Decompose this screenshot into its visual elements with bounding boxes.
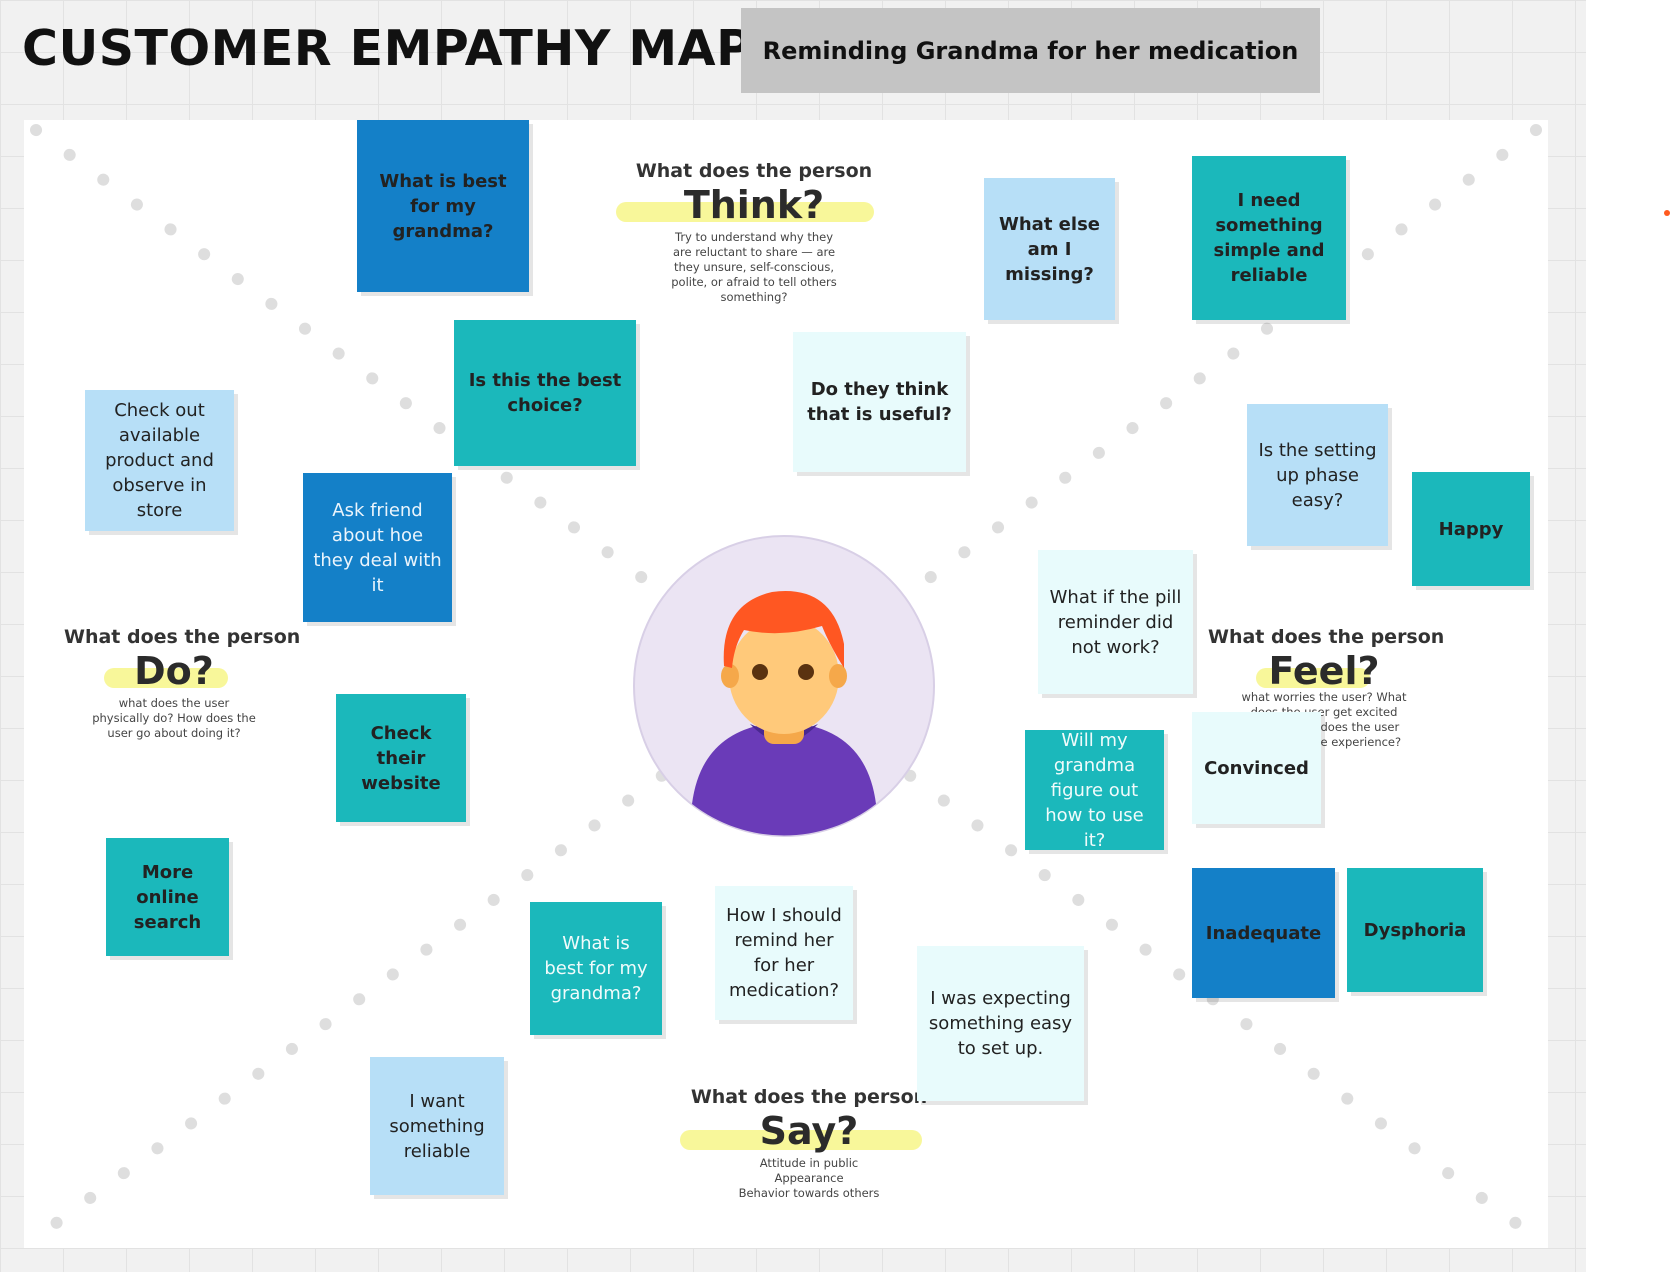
say-description-line: Appearance: [774, 1171, 844, 1185]
sticky-note-text: Do they think that is useful?: [807, 379, 952, 425]
feel-highlight: [1256, 668, 1371, 688]
think-description: Try to understand why they are reluctant…: [671, 230, 837, 304]
sticky-note-text: Is this the best choice?: [468, 370, 622, 416]
sticky-note-text: Will my grandma figure out how to use it…: [1045, 729, 1144, 851]
sticky-note[interactable]: Is the setting up phase easy?: [1247, 404, 1388, 546]
sticky-note-text: Ask friend about hoe they deal with it: [313, 499, 442, 596]
page-title: CUSTOMER EMPATHY MAP: [22, 20, 753, 77]
sticky-note-text: How I should remind her for her medicati…: [726, 905, 842, 1001]
subtitle-banner[interactable]: Reminding Grandma for her medication: [741, 8, 1320, 93]
sticky-note[interactable]: Check their website: [336, 694, 466, 822]
sticky-note-text: What is best for my grandma?: [379, 170, 507, 242]
do-keyword-text: Do?: [134, 649, 214, 693]
cursor-dot: [1664, 210, 1670, 216]
do-highlight: [104, 668, 229, 688]
sticky-note[interactable]: Ask friend about hoe they deal with it: [303, 473, 452, 622]
say-section: What does the person Say? Attitude in pu…: [679, 1086, 939, 1201]
canvas-margin: [1586, 0, 1674, 1272]
do-section: What does the person Do? what does the u…: [64, 626, 301, 741]
say-description-line: Attitude in public: [759, 1156, 859, 1170]
think-highlight: [615, 202, 874, 222]
sticky-note-text: What else am I missing?: [999, 213, 1100, 285]
say-question: What does the person: [690, 1086, 928, 1108]
person-avatar-icon: [633, 535, 935, 837]
say-keyword: Say?: [679, 1109, 922, 1153]
sticky-note[interactable]: Inadequate: [1192, 868, 1335, 998]
sticky-note[interactable]: How I should remind her for her medicati…: [715, 886, 853, 1020]
think-question: What does the person: [635, 160, 873, 182]
sticky-note[interactable]: Will my grandma figure out how to use it…: [1025, 729, 1164, 851]
sticky-note-text: I was expecting something easy to set up…: [928, 988, 1073, 1059]
sticky-note-text: Happy: [1438, 518, 1504, 540]
subtitle-text: Reminding Grandma for her medication: [762, 36, 1299, 65]
sticky-note-text: Inadequate: [1205, 922, 1322, 944]
do-description: what does the user physically do? How do…: [92, 696, 256, 740]
say-description: Attitude in public Appearance Behavior t…: [679, 1156, 939, 1201]
sticky-note[interactable]: More online search: [106, 838, 229, 956]
do-keyword: Do?: [104, 649, 229, 693]
do-question: What does the person: [64, 626, 301, 648]
feel-question: What does the person: [1208, 626, 1445, 648]
sticky-note-text: Dysphoria: [1363, 919, 1467, 941]
sticky-note[interactable]: What else am I missing?: [984, 178, 1115, 320]
feel-keyword-text: Feel?: [1268, 649, 1380, 693]
feel-keyword: Feel?: [1256, 649, 1380, 693]
think-keyword: Think?: [615, 183, 874, 227]
sticky-note[interactable]: What is best for my grandma?: [530, 902, 662, 1035]
think-keyword-text: Think?: [683, 183, 825, 227]
sticky-note-text: I need something simple and reliable: [1213, 190, 1325, 286]
sticky-note[interactable]: I want something reliable: [370, 1057, 504, 1195]
say-keyword-text: Say?: [759, 1109, 859, 1153]
sticky-note-text: I want something reliable: [389, 1090, 485, 1162]
sticky-note[interactable]: Is this the best choice?: [454, 320, 636, 466]
sticky-note[interactable]: Do they think that is useful?: [793, 332, 966, 472]
sticky-note[interactable]: I need something simple and reliable: [1192, 156, 1346, 320]
sticky-note-text: What if the pill reminder did not work?: [1049, 586, 1182, 658]
sticky-note[interactable]: I was expecting something easy to set up…: [917, 946, 1084, 1101]
sticky-note[interactable]: Happy: [1412, 472, 1530, 586]
sticky-note-text: Check out available product and observe …: [105, 400, 214, 521]
sticky-note-text: More online search: [133, 861, 202, 933]
sticky-note[interactable]: Convinced: [1192, 712, 1321, 824]
think-section: What does the person Think? Try to under…: [615, 160, 884, 305]
sticky-note-text: Convinced: [1204, 757, 1309, 779]
sticky-note[interactable]: What is best for my grandma?: [357, 120, 529, 292]
sticky-note[interactable]: Check out available product and observe …: [85, 390, 234, 531]
sticky-note[interactable]: Dysphoria: [1347, 868, 1483, 992]
say-highlight: [679, 1130, 922, 1150]
sticky-note-text: Check their website: [361, 722, 441, 794]
say-description-line: Behavior towards others: [738, 1186, 880, 1200]
sticky-note-text: What is best for my grandma?: [544, 933, 648, 1004]
sticky-note-text: Is the setting up phase easy?: [1258, 439, 1377, 511]
sticky-note[interactable]: What if the pill reminder did not work?: [1038, 550, 1193, 694]
